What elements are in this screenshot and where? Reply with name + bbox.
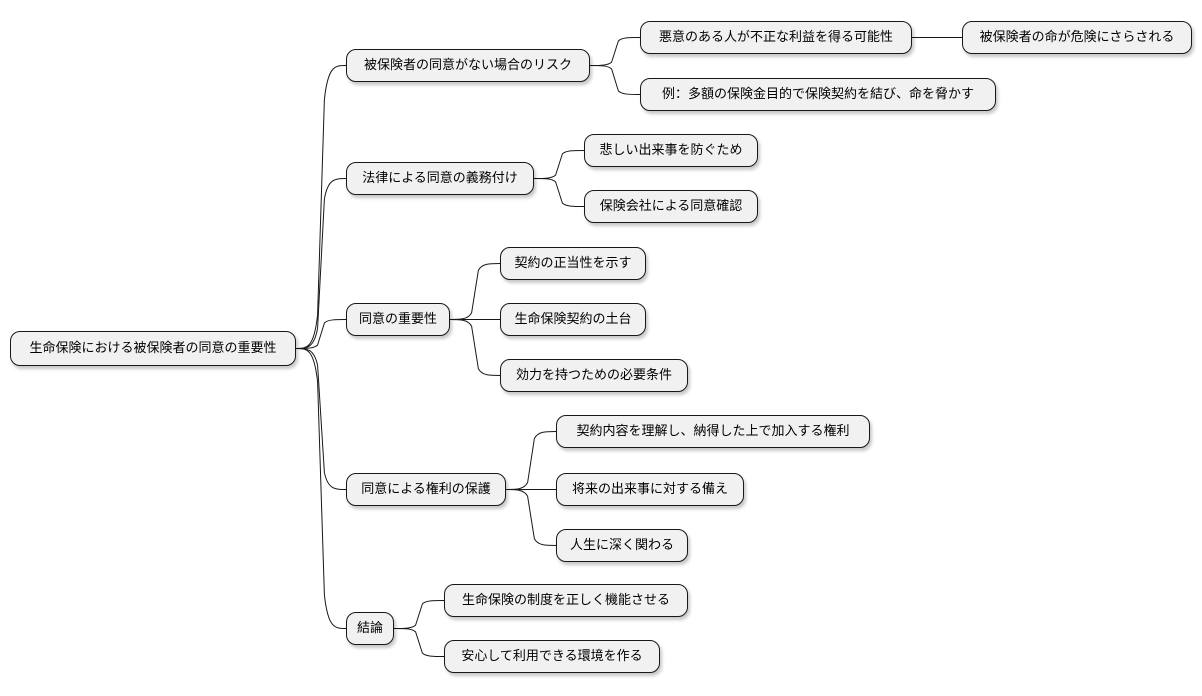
leaf-malicious-gain-node: 悪意のある人が不正な利益を得る可能性 — [640, 21, 912, 54]
edge-importance-legitimacy — [449, 263, 501, 320]
edge-rights-life — [505, 489, 557, 546]
leaf-requirement-node: 効力を持つための必要条件 — [500, 359, 688, 392]
edge-risk-malicious — [589, 37, 641, 66]
leaf-example-node: 例：多額の保険金目的で保険契約を結び、命を脅かす — [640, 78, 996, 111]
branch-rights-node: 同意による権利の保護 — [346, 473, 506, 506]
leaf-confirm-node: 保険会社による同意確認 — [584, 190, 758, 223]
edge-root-law — [295, 178, 347, 349]
leaf-life-danger-node: 被保険者の命が危険にさらされる — [962, 21, 1192, 54]
edge-importance-requirement — [449, 319, 501, 376]
leaf-prevent-node: 悲しい出来事を防ぐため — [584, 134, 758, 167]
edge-conclusion-environment — [393, 628, 445, 657]
edge-law-prevent — [533, 150, 585, 179]
branch-risk-node: 被保険者の同意がない場合のリスク — [346, 49, 590, 82]
root-node: 生命保険における被保険者の同意の重要性 — [10, 331, 296, 366]
branch-conclusion-node: 結論 — [346, 612, 394, 645]
edge-root-importance — [295, 319, 347, 349]
leaf-foundation-node: 生命保険契約の土台 — [500, 303, 646, 336]
edge-root-risk — [295, 65, 347, 349]
edge-rights-understand — [505, 431, 557, 490]
edge-law-confirm — [533, 178, 585, 207]
edge-conclusion-function — [393, 600, 445, 629]
leaf-environment-node: 安心して利用できる環境を作る — [444, 640, 660, 673]
leaf-future-node: 将来の出来事に対する備え — [556, 473, 744, 506]
leaf-life-node: 人生に深く関わる — [556, 529, 688, 562]
edge-root-conclusion — [295, 348, 347, 629]
edge-risk-example — [589, 65, 641, 95]
leaf-function-node: 生命保険の制度を正しく機能させる — [444, 584, 688, 617]
branch-law-node: 法律による同意の義務付け — [346, 162, 534, 195]
branch-importance-node: 同意の重要性 — [346, 303, 450, 336]
edge-root-rights — [295, 348, 347, 490]
leaf-legitimacy-node: 契約の正当性を示す — [500, 247, 646, 280]
leaf-understand-node: 契約内容を理解し、納得した上で加入する権利 — [556, 415, 870, 448]
